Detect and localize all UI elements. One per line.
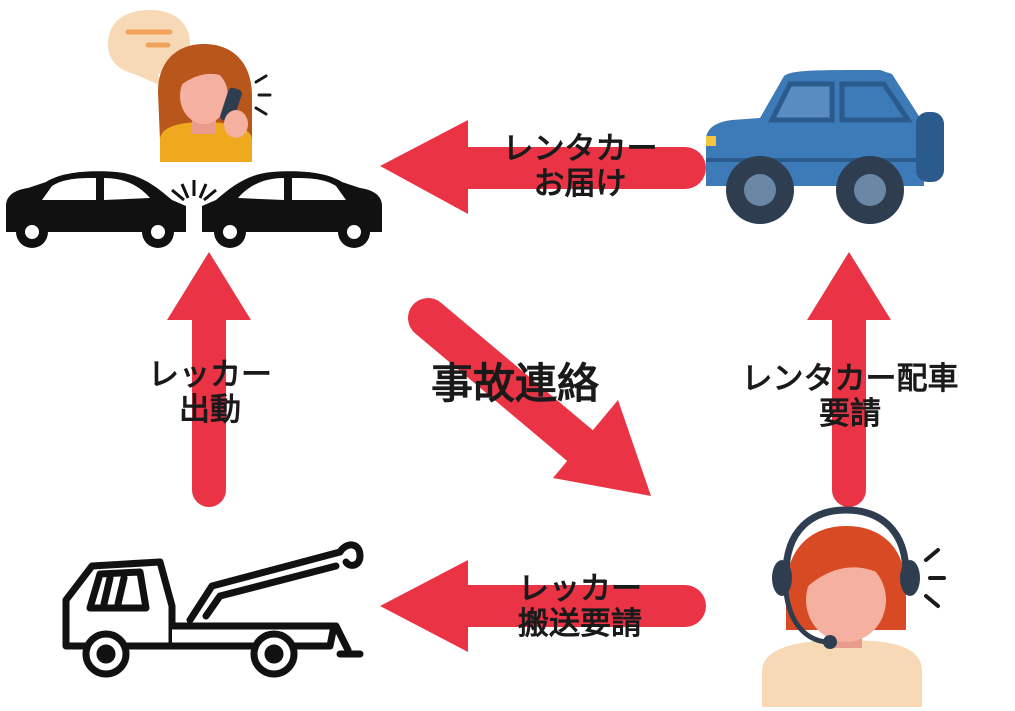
woman-phone-icon [108, 10, 272, 162]
label-tow-request: レッカー 搬送要請 [470, 572, 690, 641]
label-tow-request-line2: 搬送要請 [518, 605, 642, 642]
blue-suv-icon [706, 70, 944, 224]
operator-headset-icon [762, 506, 946, 707]
label-accident-report-text: 事故連絡 [430, 359, 599, 408]
label-tow-dispatch-line2: 出動 [179, 391, 241, 428]
label-rental-request: レンタカー配車 要請 [700, 362, 1000, 431]
arrow-tow-request [380, 560, 706, 652]
arrow-rental-delivery [380, 120, 706, 214]
arrow-tow-dispatch [167, 252, 251, 507]
car-crash-icon [6, 171, 382, 248]
tow-truck-icon [62, 541, 364, 678]
label-rental-request-line1: レンタカー配車 [741, 361, 959, 397]
label-tow-dispatch: レッカー 出動 [110, 358, 310, 427]
label-tow-dispatch-line1: レッカー [148, 357, 272, 393]
label-accident-report: 事故連絡 [400, 360, 630, 407]
label-rental-delivery-line2: お届け [533, 165, 627, 202]
label-rental-delivery: レンタカー お届け [470, 132, 690, 201]
label-rental-delivery-line1: レンタカー [502, 131, 658, 167]
arrow-accident-report [408, 298, 651, 496]
arrow-rental-request [807, 252, 891, 507]
label-tow-request-line1: レッカー [518, 571, 642, 607]
label-rental-request-line2: 要請 [819, 395, 881, 432]
